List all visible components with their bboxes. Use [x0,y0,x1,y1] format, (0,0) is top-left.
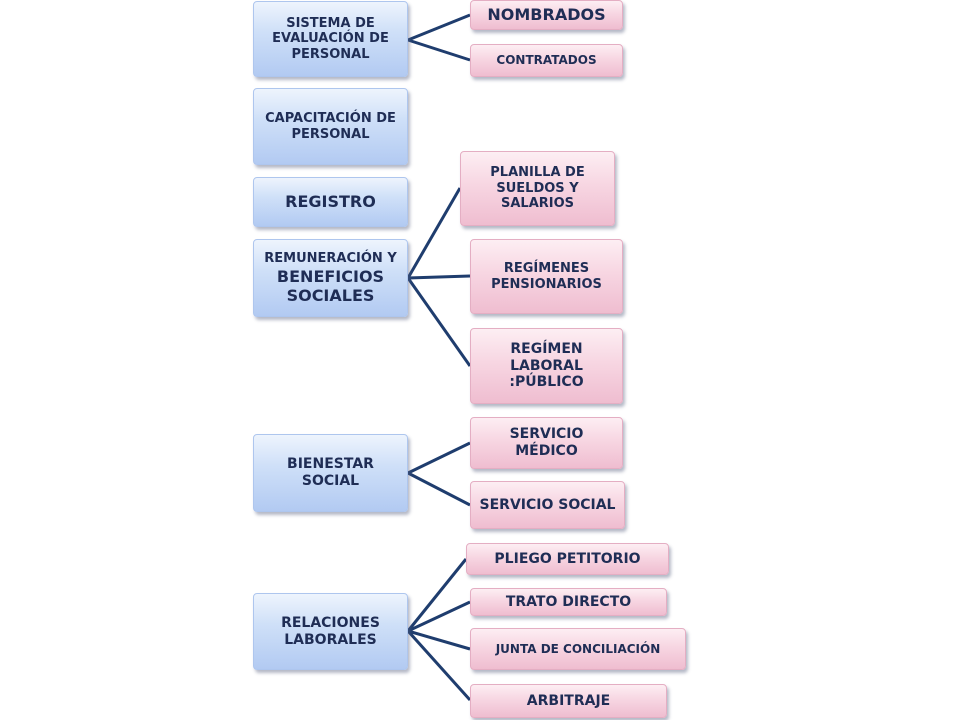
node-regimenes-pensionarios: REGÍMENES PENSIONARIOS [470,239,623,314]
node-remuneracion-line2: BENEFICIOS SOCIALES [276,266,385,305]
node-regimen-laboral: REGÍMEN LABORAL :PÚBLICO [470,328,623,404]
connector-sep-nombrados [407,13,471,42]
node-bienestar-social: BIENESTAR SOCIAL [253,434,408,512]
node-remuneracion: REMUNERACIÓN Y BENEFICIOS SOCIALES [253,239,408,317]
node-servicio-social: SERVICIO SOCIAL [470,481,625,529]
node-trato-directo: TRATO DIRECTO [470,588,667,616]
connector-bien-medico [407,441,471,475]
connector-rel-junta [407,629,471,651]
node-nombrados: NOMBRADOS [470,0,623,30]
node-arbitraje: ARBITRAJE [470,684,667,718]
node-remuneracion-line1: REMUNERACIÓN Y [264,251,397,267]
connector-rem-laboral [406,277,472,367]
node-junta-conciliacion: JUNTA DE CONCILIACIÓN [470,628,686,670]
node-capacitacion: CAPACITACIÓN DE PERSONAL [253,88,408,165]
node-pliego-petitorio: PLIEGO PETITORIO [466,543,669,575]
node-relaciones-laborales: RELACIONES LABORALES [253,593,408,670]
connector-rem-regimenes [407,274,471,280]
connector-rel-arbitraje [406,629,472,702]
connector-rem-planilla [406,187,462,279]
connector-sep-contratados [407,38,471,62]
node-registro: REGISTRO [253,177,408,227]
node-planilla: PLANILLA DE SUELDOS Y SALARIOS [460,151,615,226]
node-sistema-evaluacion: SISTEMA DE EVALUACIÓN DE PERSONAL [253,1,408,77]
connector-rel-trato [407,600,471,633]
connector-bien-social [407,471,471,507]
node-contratados: CONTRATADOS [470,44,623,77]
node-servicio-medico: SERVICIO MÉDICO [470,417,623,469]
connector-rel-pliego [406,558,468,632]
